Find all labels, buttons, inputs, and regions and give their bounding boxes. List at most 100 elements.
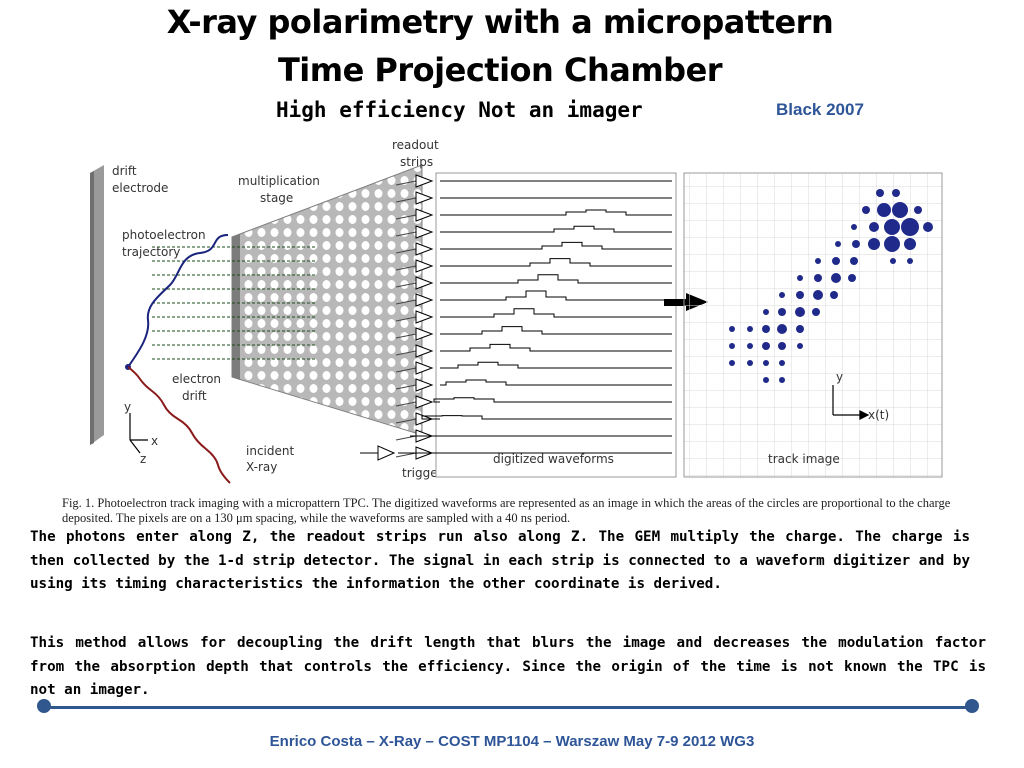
charge-dot	[796, 291, 804, 299]
photoelectron-label-2: trajectory	[122, 245, 180, 259]
waveform-trace	[433, 397, 672, 403]
strip-buffer	[415, 344, 434, 358]
waveform-trace	[440, 326, 672, 335]
charge-dot	[779, 292, 785, 298]
image-axes	[832, 385, 870, 420]
waveform-trace	[440, 274, 672, 284]
axis-y-label: y	[124, 400, 131, 414]
charge-dot	[796, 325, 804, 333]
charge-dot	[763, 309, 769, 315]
charge-dot	[729, 343, 735, 349]
strip-line	[395, 180, 417, 186]
charge-dot	[797, 275, 803, 281]
strip-line	[395, 299, 417, 305]
waveform-trace	[440, 361, 672, 369]
charge-dot	[877, 203, 891, 217]
charge-dot	[831, 273, 841, 283]
strip-line	[395, 282, 417, 288]
track-image-label: track image	[768, 452, 840, 466]
charge-dot	[815, 258, 821, 264]
charge-dot	[814, 274, 822, 282]
footer-divider	[44, 706, 972, 709]
charge-dot	[869, 222, 879, 232]
strip-line	[395, 214, 417, 220]
digitized-waveforms	[398, 180, 672, 454]
strip-line	[395, 418, 417, 424]
charge-dot	[904, 238, 916, 250]
waveform-trace	[440, 343, 672, 352]
electron-drift-label-2: drift	[182, 389, 207, 403]
incident-xray	[127, 366, 231, 484]
electron-drift-label-1: electron	[172, 372, 221, 386]
trigger-buffer	[360, 445, 396, 461]
waveform-trace	[440, 379, 672, 386]
multiplication-stage-label-1: multiplication	[238, 174, 320, 188]
charge-dot	[901, 218, 919, 236]
strip-line	[395, 316, 417, 322]
charge-dot	[835, 241, 841, 247]
photoelectron-trajectory	[127, 234, 229, 368]
charge-dot	[778, 308, 786, 316]
strip-buffer	[415, 242, 434, 256]
strip-buffer	[415, 310, 434, 324]
waveform-trace	[440, 225, 672, 233]
charge-dot	[890, 258, 896, 264]
charge-dot	[747, 326, 753, 332]
charge-dot	[876, 189, 884, 197]
charge-dot	[762, 342, 770, 350]
waveform-trace	[440, 241, 672, 250]
divider-end-left	[37, 699, 51, 713]
image-axis-x-label: x(t)	[868, 408, 889, 422]
charge-dot	[729, 326, 735, 332]
strip-buffer	[415, 174, 434, 188]
charge-dot	[779, 377, 785, 383]
waveform-trace	[440, 290, 672, 301]
charge-dot	[914, 206, 922, 214]
charge-dot	[850, 257, 858, 265]
strip-line	[395, 401, 417, 407]
photoelectron-label-1: photoelectron	[122, 228, 206, 242]
strip-line	[395, 248, 417, 254]
charge-dot	[778, 342, 786, 350]
charge-dot	[868, 238, 880, 250]
tpc-figure: drift electrode multiplication stage pho…	[90, 138, 943, 484]
strip-buffer	[415, 276, 434, 290]
reference-label: Black 2007	[776, 100, 864, 119]
charge-dot	[747, 343, 753, 349]
charge-dot	[852, 240, 860, 248]
axis-x-label: x	[151, 434, 158, 448]
strip-buffer	[415, 293, 434, 307]
multiplication-stage-label-2: stage	[260, 191, 293, 205]
charge-dot	[923, 222, 933, 232]
drift-electrode	[90, 165, 104, 445]
drift-electrode-label-2: electrode	[112, 181, 168, 195]
charge-dot	[763, 360, 769, 366]
charge-dot	[848, 274, 856, 282]
strip-buffer	[415, 395, 434, 409]
drift-electrode-label-1: drift	[112, 164, 137, 178]
charge-dot	[832, 257, 840, 265]
strip-buffer	[415, 327, 434, 341]
charge-dot	[763, 377, 769, 383]
axis-z-label: z	[140, 452, 146, 466]
charge-dot	[797, 343, 803, 349]
body-paragraph-2: This method allows for decoupling the dr…	[30, 635, 986, 698]
strip-line	[395, 231, 417, 237]
track-image-dots	[729, 189, 933, 383]
strip-line	[395, 435, 417, 441]
trigger-label: trigger	[402, 466, 443, 480]
charge-dot	[851, 224, 857, 230]
strip-line	[395, 350, 417, 356]
strip-line	[395, 384, 417, 390]
waveform-trace	[440, 209, 672, 216]
footer-text: Enrico Costa – X-Ray – COST MP1104 – War…	[269, 733, 755, 750]
track-image-panel	[683, 172, 943, 478]
strip-buffer	[415, 378, 434, 392]
strip-buffer	[415, 208, 434, 222]
charge-dot	[779, 360, 785, 366]
charge-dot	[812, 308, 820, 316]
strip-line	[395, 265, 417, 271]
strip-line	[395, 452, 417, 458]
readout-strips-label-1: readout	[392, 138, 439, 152]
charge-dot	[813, 290, 823, 300]
